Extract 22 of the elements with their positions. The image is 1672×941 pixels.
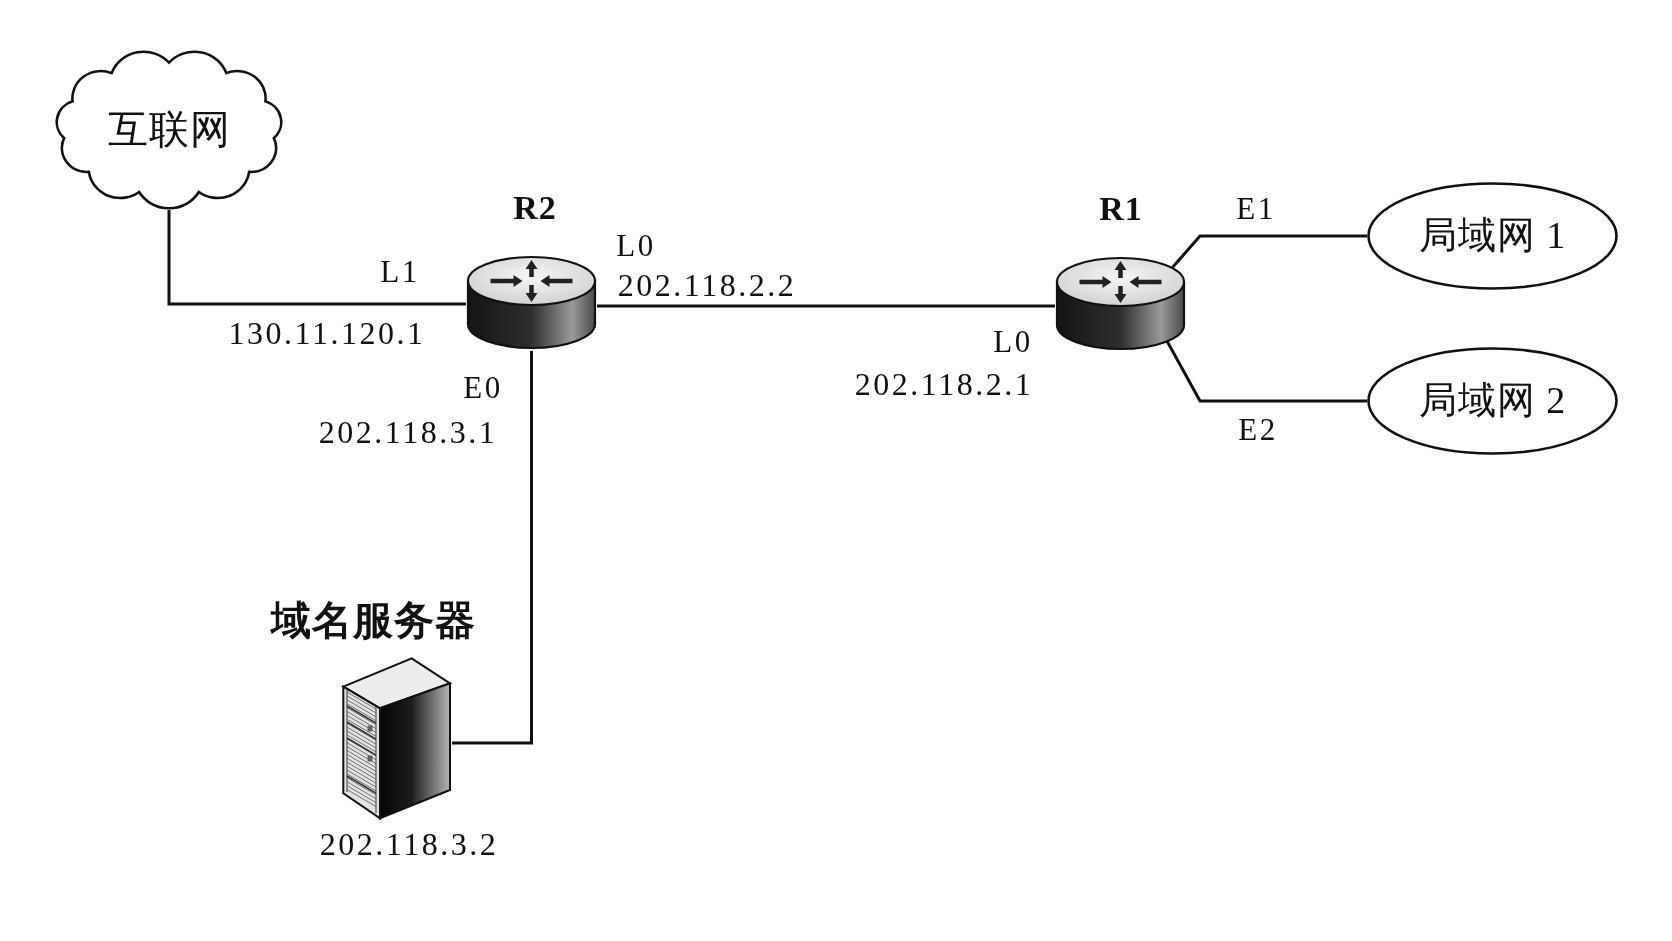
interface-label: L0 <box>993 325 1033 357</box>
interface-label: E2 <box>1238 413 1278 445</box>
ip-address-label: 202.118.3.1 <box>318 416 498 448</box>
network-link <box>1165 340 1367 403</box>
node-label: 局域网 2 <box>1418 380 1567 422</box>
node-heading: 域名服务器 <box>270 600 476 642</box>
node-heading: R1 <box>1099 191 1143 227</box>
network-link <box>167 210 466 306</box>
node-heading: R2 <box>513 190 557 226</box>
ip-address-label: 130.11.120.1 <box>228 317 426 349</box>
network-link <box>1170 234 1367 269</box>
interface-label: E0 <box>463 371 503 403</box>
ip-address-label: 202.118.2.2 <box>617 269 797 301</box>
ip-address-label: 202.118.2.1 <box>854 368 1034 400</box>
interface-label: L0 <box>616 229 656 261</box>
interface-label: E1 <box>1236 192 1276 224</box>
network-link <box>452 351 533 745</box>
network-link <box>597 304 1055 308</box>
interface-label: L1 <box>380 255 420 287</box>
ip-address-label: 202.118.3.2 <box>319 828 499 862</box>
node-label: 互联网 <box>107 108 231 152</box>
node-label: 局域网 1 <box>1418 215 1567 257</box>
